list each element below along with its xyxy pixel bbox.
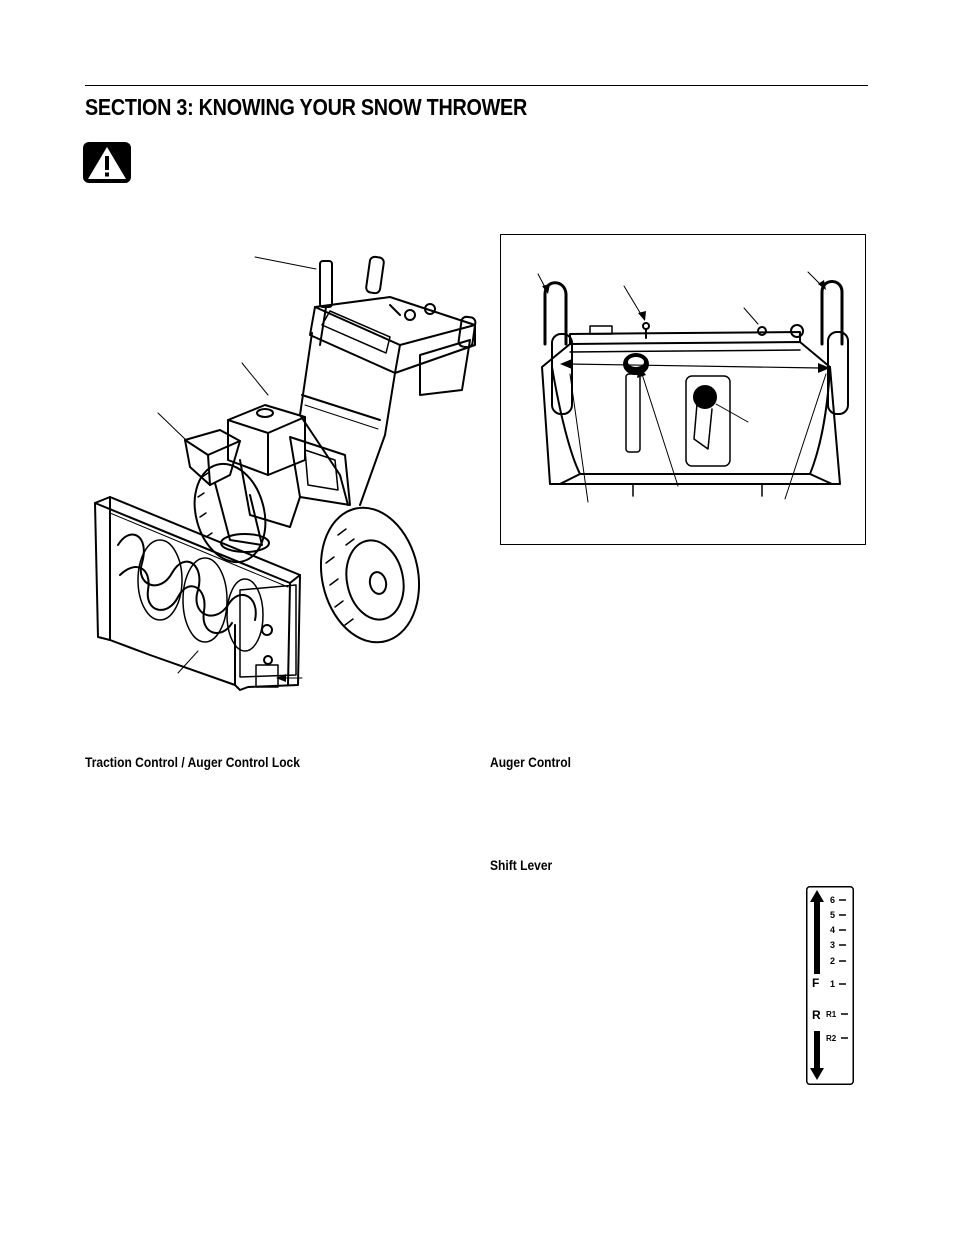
speed-label-1: 1 [830,979,835,989]
snow-thrower-illustration [94,255,477,691]
speed-label-5: 5 [830,910,835,920]
reverse-arrow-icon [814,1031,820,1071]
speed-label-3: 3 [830,940,835,950]
forward-letter: F [812,976,819,990]
speed-label-4: 4 [830,925,835,935]
speed-label-r1: R1 [826,1010,837,1019]
top-rule [85,85,868,86]
speed-label-2: 2 [830,956,835,966]
speed-label-r2: R2 [826,1034,837,1043]
control-panel-detail-figure [500,234,866,545]
section-title: SECTION 3: KNOWING YOUR SNOW THROWER [85,94,527,120]
heading-traction-control: Traction Control / Auger Control Lock [85,754,300,770]
reverse-letter: R [812,1008,821,1022]
warning-triangle-icon [83,142,131,183]
forward-arrow-icon [814,900,820,974]
speed-label-6: 6 [830,895,835,905]
shift-speed-indicator: F R 6 5 4 3 2 1 R1 R2 [806,886,854,1085]
heading-auger-control: Auger Control [490,754,571,770]
heading-shift-lever: Shift Lever [490,857,553,873]
